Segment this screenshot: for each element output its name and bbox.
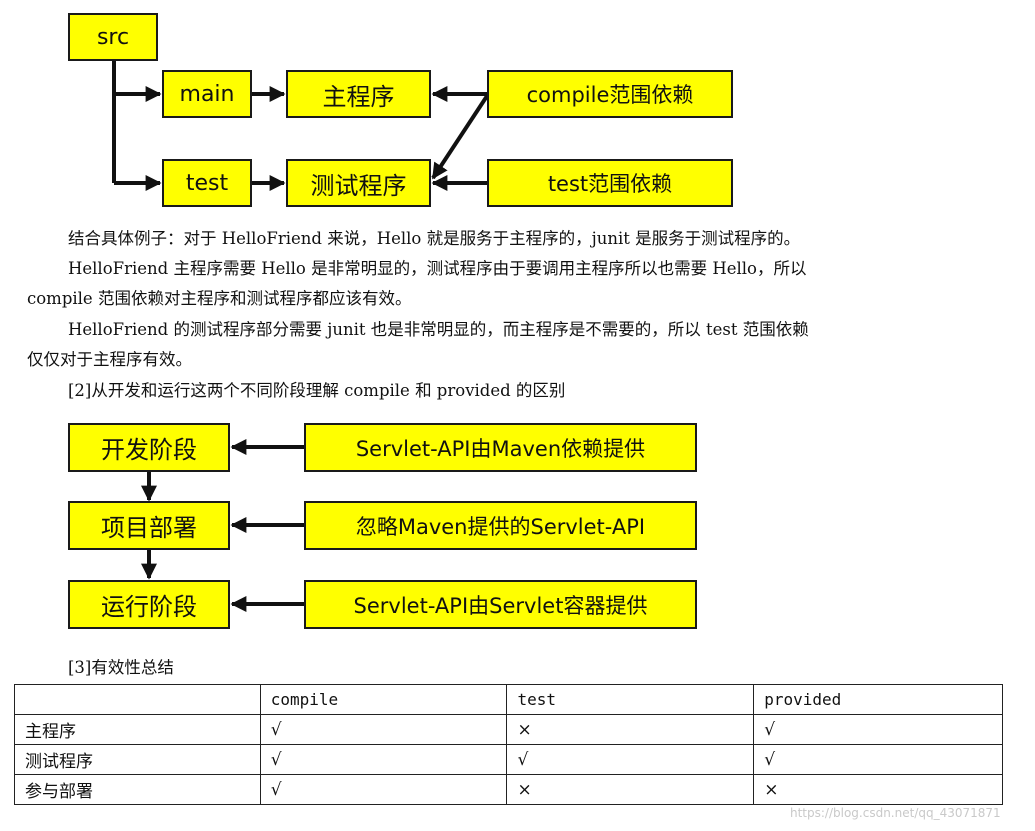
table-row: 主程序 √ × √ <box>14 714 1003 745</box>
table-header-cell: compile <box>259 684 508 715</box>
section-heading-2: [2]从开发和运行这两个不同阶段理解 compile 和 provided 的区… <box>68 381 566 400</box>
deploy-note-box: 忽略Maven提供的Servlet-API <box>304 501 697 550</box>
table-row: 测试程序 √ √ √ <box>14 744 1003 775</box>
table-cell: 主程序 <box>14 714 261 745</box>
scope-summary-table: compile test provided 主程序 √ × √ 测试程序 √ √… <box>14 684 1003 805</box>
dev-note-box: Servlet-API由Maven依赖提供 <box>304 423 697 472</box>
table-cell: 参与部署 <box>14 774 261 805</box>
table-cell: √ <box>259 714 508 745</box>
run-note-box: Servlet-API由Servlet容器提供 <box>304 580 697 629</box>
paragraph-main-needs-hello-line1: HelloFriend 主程序需要 Hello 是非常明显的，测试程序由于要调用… <box>68 259 807 278</box>
run-stage-box: 运行阶段 <box>68 580 230 629</box>
test-box: test <box>162 159 252 207</box>
table-cell: × <box>506 714 755 745</box>
test-program-box: 测试程序 <box>286 159 431 207</box>
src-box: src <box>68 13 158 61</box>
table-cell: √ <box>753 744 1003 775</box>
watermark-text: https://blog.csdn.net/qq_43071871 <box>790 806 1001 820</box>
table-header-row: compile test provided <box>14 684 1003 715</box>
table-cell: × <box>753 774 1003 805</box>
main-box: main <box>162 70 252 118</box>
deploy-box: 项目部署 <box>68 501 230 550</box>
table-header-cell: provided <box>753 684 1003 715</box>
paragraph-test-needs-junit-line2: 仅仅对于主程序有效。 <box>27 350 192 369</box>
table-header-cell <box>14 684 261 715</box>
paragraph-main-needs-hello-line2: compile 范围依赖对主程序和测试程序都应该有效。 <box>27 289 412 308</box>
table-cell: 测试程序 <box>14 744 261 775</box>
table-cell: √ <box>259 774 508 805</box>
table-header-cell: test <box>506 684 755 715</box>
main-program-box: 主程序 <box>286 70 431 118</box>
dev-stage-box: 开发阶段 <box>68 423 230 472</box>
paragraph-example: 结合具体例子：对于 HelloFriend 来说，Hello 就是服务于主程序的… <box>68 229 801 248</box>
table-row: 参与部署 √ × × <box>14 774 1003 805</box>
compile-dependency-box: compile范围依赖 <box>487 70 733 118</box>
table-cell: × <box>506 774 755 805</box>
test-dependency-box: test范围依赖 <box>487 159 733 207</box>
table-cell: √ <box>259 744 508 775</box>
paragraph-test-needs-junit-line1: HelloFriend 的测试程序部分需要 junit 也是非常明显的，而主程序… <box>68 320 809 339</box>
compile-to-test-arrow <box>431 94 489 180</box>
table-cell: √ <box>506 744 755 775</box>
section-heading-3: [3]有效性总结 <box>68 658 174 677</box>
table-cell: √ <box>753 714 1003 745</box>
